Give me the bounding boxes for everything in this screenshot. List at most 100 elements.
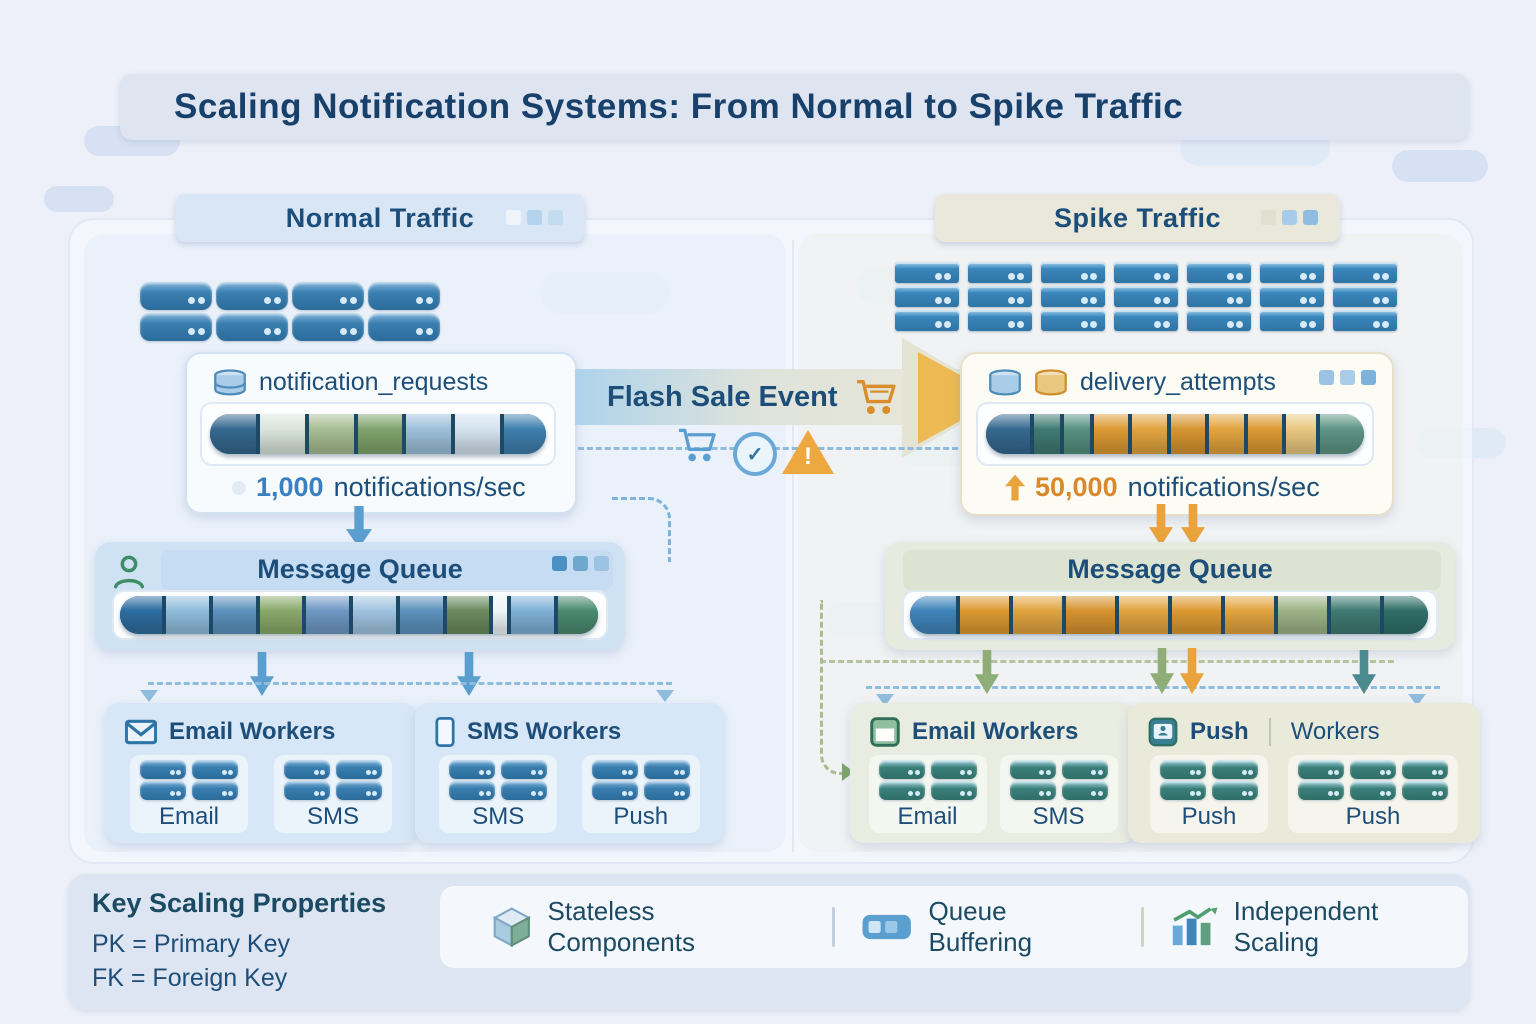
server-stack: [968, 262, 1032, 331]
rate-value: 1,000: [256, 472, 324, 502]
flash-sale-label: Flash Sale Event: [607, 380, 838, 413]
worker-db-stack: [501, 760, 548, 800]
status-squares: [1319, 370, 1376, 385]
worker-channel-label: Email: [897, 803, 958, 830]
envelope-icon: [125, 719, 157, 745]
server-stack: [895, 262, 959, 331]
database-icon-orange: [1035, 368, 1067, 395]
worker-db-stack: [1212, 760, 1258, 800]
db-stack: [140, 282, 212, 341]
worker-group: Email: [868, 755, 987, 833]
queue-title: Message Queue: [1067, 554, 1273, 584]
database-icon: [214, 368, 246, 395]
cube-icon: [492, 907, 532, 948]
worker-db-stack: [192, 760, 238, 800]
check-circle-icon: ✓: [733, 432, 777, 476]
server-stack: [1187, 262, 1251, 331]
rate-value: 50,000: [1035, 472, 1118, 502]
worker-db-stack: [1009, 760, 1056, 800]
worker-db-stack: [1298, 760, 1344, 800]
page-title: Scaling Notification Systems: From Norma…: [174, 87, 1184, 126]
worker-box-title-primary: Push: [1190, 718, 1249, 745]
legend-separator: [832, 907, 836, 947]
worker-db-stack: [336, 760, 382, 800]
worker-channel-label: Push: [613, 803, 669, 830]
legend-items-bar: Stateless Components Queue Buffering Ind…: [440, 886, 1468, 968]
status-squares: [1261, 210, 1318, 225]
db-stack: [368, 282, 440, 341]
normal-rate: 1,000 notifications/sec: [232, 472, 526, 503]
worker-db-stack: [878, 760, 925, 800]
worker-db-stack: [643, 760, 690, 800]
push-icon: [1148, 717, 1178, 747]
worker-group: Push: [581, 755, 700, 833]
status-squares: [552, 556, 609, 571]
cart-icon: [856, 379, 896, 415]
worker-groups: Email SMS: [862, 755, 1124, 833]
legend-fk: FK = Foreign Key: [92, 964, 288, 992]
spike-traffic-label: Spike Traffic: [1053, 202, 1222, 233]
dashed-arrowhead-icon: [656, 690, 674, 702]
worker-channel-label: Push: [1181, 803, 1237, 830]
server-stack: [1114, 262, 1178, 331]
worker-db-stack: [591, 760, 638, 800]
worker-group: Email: [130, 755, 248, 833]
spike-rate: 50,000 notifications/sec: [1005, 472, 1320, 503]
server-stack: [1260, 262, 1324, 331]
legend-item-label: Queue Buffering: [928, 896, 1033, 957]
legend-separator: [1141, 907, 1145, 947]
worker-group: SMS: [439, 755, 558, 833]
table-name: delivery_attempts: [1080, 368, 1276, 396]
user-icon: [113, 555, 145, 589]
dashed-connector: [866, 686, 1440, 689]
worker-channel-label: SMS: [1032, 803, 1085, 830]
legend-title: Key Scaling Properties: [92, 888, 387, 918]
worker-box-title: Email Workers: [169, 718, 336, 745]
db-stack: [292, 282, 364, 341]
rate-unit: notifications/sec: [333, 472, 526, 502]
spike-server-cluster: [895, 262, 1397, 331]
server-stack: [1041, 262, 1105, 331]
cart-icon: [679, 428, 716, 462]
legend-item-stateless: Stateless Components: [492, 896, 806, 958]
worker-group: Push: [1150, 755, 1268, 833]
server-stack: [1333, 262, 1397, 331]
worker-channel-label: Push: [1345, 803, 1401, 830]
dashed-loop-connector-green: [820, 600, 845, 775]
title-banner: Scaling Notification Systems: From Norma…: [120, 74, 1469, 140]
dashed-loop-connector: [612, 497, 671, 562]
worker-box-title-secondary: Workers: [1290, 718, 1380, 745]
worker-groups: Push Push: [1140, 755, 1468, 833]
worker-groups: SMS Push: [427, 755, 712, 833]
database-icon: [989, 368, 1021, 395]
worker-channel-label: SMS: [306, 803, 359, 830]
worker-db-stack: [1350, 760, 1396, 800]
dashed-arrowhead-icon: [140, 690, 158, 702]
worker-box-title: SMS Workers: [467, 718, 622, 745]
dashed-connector-green: [820, 660, 1394, 663]
table-name: notification_requests: [259, 368, 489, 396]
cloud: [44, 186, 114, 212]
worker-db-stack: [284, 760, 330, 800]
spike-traffic-header: Spike Traffic: [935, 194, 1340, 242]
legend-pk: PK = Primary Key: [92, 930, 290, 958]
db-stack: [216, 282, 288, 341]
status-squares: [506, 210, 563, 225]
notification-pipe: [210, 414, 546, 454]
worker-channel-label: SMS: [472, 803, 525, 830]
worker-db-stack: [449, 760, 496, 800]
worker-group: SMS: [999, 755, 1118, 833]
normal-traffic-label: Normal Traffic: [285, 202, 475, 233]
spike-queue-pipe: [910, 596, 1428, 634]
normal-queue-pipe: [120, 596, 598, 634]
email-window-icon: [870, 717, 900, 747]
legend-item-label: Independent Scaling: [1233, 896, 1379, 957]
legend-item-label: Stateless Components: [547, 896, 695, 957]
title-divider: [1268, 718, 1271, 746]
rate-unit: notifications/sec: [1127, 472, 1320, 502]
worker-group: Push: [1288, 755, 1458, 833]
